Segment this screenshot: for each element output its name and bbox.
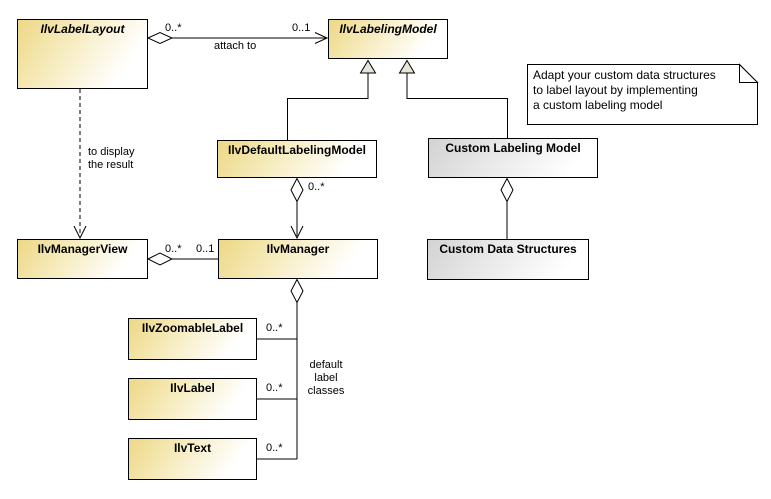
generalization-line-custom-labeling-model (406, 73, 508, 138)
class-name-ilv-zoomable-label: IlvZoomableLabel (141, 321, 244, 335)
multiplicity-zoomable-label: 0..* (266, 322, 283, 334)
annotation-line3: classes (307, 385, 345, 397)
class-name-ilv-text: IlvText (173, 441, 212, 455)
class-box-custom-data-structures: Custom Data Structures (427, 239, 589, 280)
multiplicity-label: 0..* (266, 382, 283, 394)
multiplicity-attach-source: 0..* (165, 22, 182, 34)
note-line2: to label layout by implementing (533, 83, 698, 97)
generalization-triangle-left (359, 59, 377, 74)
annotation-line2: label (314, 372, 338, 384)
class-box-ilv-label-layout: IlvLabelLayout (17, 19, 148, 89)
multiplicity-attach-target: 0..1 (292, 22, 311, 34)
class-box-ilv-default-labeling-model: IlvDefaultLabelingModel (217, 140, 377, 178)
class-name-ilv-default-labeling-model: IlvDefaultLabelingModel (227, 143, 366, 157)
class-box-custom-labeling-model: Custom Labeling Model (428, 138, 598, 178)
aggregation-diamond-custom-labeling-model (500, 177, 514, 203)
class-name-ilv-label-layout: IlvLabelLayout (40, 22, 125, 36)
class-box-ilv-label: IlvLabel (128, 378, 257, 420)
open-arrowhead-into-manager-view (73, 225, 87, 240)
note-shape (527, 64, 758, 125)
note-text: Adapt your custom data structures to lab… (533, 68, 716, 113)
multiplicity-default-labeling-model: 0..* (308, 181, 325, 193)
class-box-ilv-manager-view: IlvManagerView (17, 239, 148, 279)
class-name-ilv-labeling-model: IlvLabelingModel (339, 22, 437, 36)
class-name-custom-labeling-model: Custom Labeling Model (445, 141, 581, 155)
generalization-triangle-right (398, 59, 416, 74)
dependency-label-line1: to display (88, 146, 135, 158)
aggregation-diamond-manager (290, 278, 304, 304)
annotation-line1: default (309, 359, 343, 371)
class-name-ilv-manager-view: IlvManagerView (37, 242, 128, 256)
note-fold-corner (739, 63, 759, 83)
class-box-ilv-text: IlvText (128, 438, 257, 480)
class-name-ilv-manager: IlvManager (266, 242, 330, 256)
note-line1: Adapt your custom data structures (533, 68, 716, 82)
class-name-ilv-label: IlvLabel (170, 381, 215, 395)
open-arrowhead-into-manager (290, 225, 304, 240)
multiplicity-manager-view-target: 0..1 (196, 243, 215, 255)
dependency-label-to-display: to display the result (88, 146, 134, 172)
association-label-attach-to: attach to (214, 40, 257, 52)
aggregation-diamond-label-layout (146, 31, 174, 45)
class-box-ilv-labeling-model: IlvLabelingModel (328, 19, 448, 59)
class-box-ilv-manager: IlvManager (218, 239, 378, 279)
note-line3: a custom labeling model (533, 98, 663, 112)
class-name-custom-data-structures: Custom Data Structures (439, 242, 577, 256)
annotation-default-label-classes: default label classes (299, 359, 353, 398)
class-box-ilv-zoomable-label: IlvZoomableLabel (128, 318, 257, 360)
open-arrowhead-into-labeling-model (314, 32, 329, 44)
multiplicity-manager-view-source: 0..* (165, 243, 182, 255)
generalization-line-default-labeling-model (287, 73, 369, 140)
aggregation-diamond-default-labeling-model (290, 177, 304, 203)
multiplicity-text: 0..* (266, 442, 283, 454)
dependency-label-line2: the result (88, 159, 134, 171)
